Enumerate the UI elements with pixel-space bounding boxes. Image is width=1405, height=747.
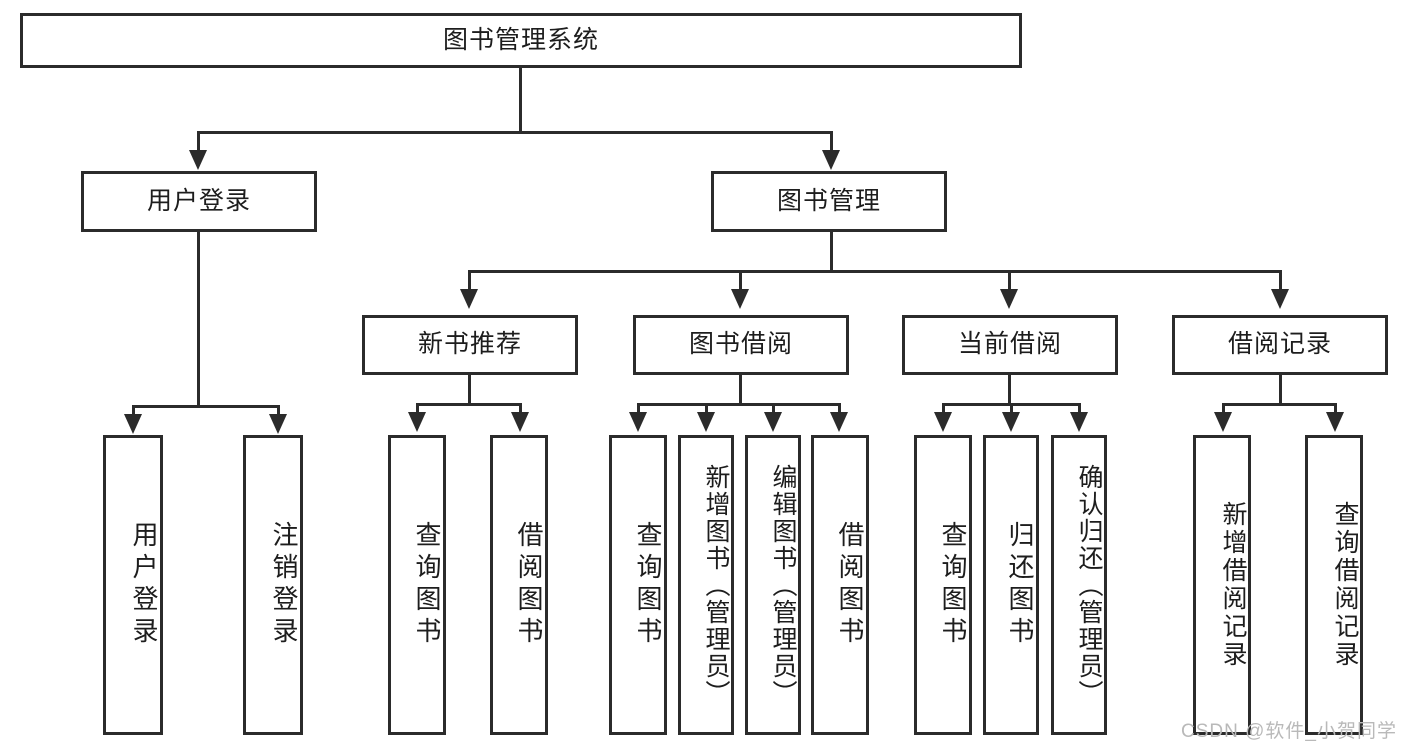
leaf-label: 查询图书 <box>938 521 968 649</box>
connector-root-stem <box>519 68 522 131</box>
node-user-login[interactable]: 用户登录 <box>81 171 317 232</box>
connector-user-login-drop-2 <box>277 405 280 417</box>
connector-level3-drop-1 <box>468 270 471 292</box>
node-new-book-recommend[interactable]: 新书推荐 <box>362 315 578 375</box>
node-root-system[interactable]: 图书管理系统 <box>20 13 1022 68</box>
arrowhead-leaf-add-book <box>697 412 715 432</box>
leaf-label: 借阅图书 <box>514 521 544 649</box>
node-current-borrow[interactable]: 当前借阅 <box>902 315 1118 375</box>
arrowhead-leaf-return-book <box>1002 412 1020 432</box>
connector-root-to-book-manage <box>830 131 833 153</box>
arrowhead-leaf-query-book-1 <box>408 412 426 432</box>
connector-new-book-drop-2 <box>519 403 522 415</box>
arrowhead-leaf-query-book-2 <box>629 412 647 432</box>
connector-root-to-user-login <box>197 131 200 153</box>
connector-root-bus <box>197 131 833 134</box>
leaf-logout[interactable]: 注销登录 <box>243 435 303 735</box>
connector-current-borrow-drop-3 <box>1078 403 1081 415</box>
connector-current-borrow-drop-1 <box>942 403 945 415</box>
connector-book-borrow-bus <box>637 403 841 406</box>
arrowhead-leaf-query-record <box>1326 412 1344 432</box>
arrowhead-leaf-query-book-3 <box>934 412 952 432</box>
connector-new-book-stem <box>468 375 471 405</box>
arrowhead-current-borrow <box>1000 289 1018 309</box>
leaf-label: 注销登录 <box>269 521 299 649</box>
connector-borrow-record-drop-2 <box>1334 403 1337 415</box>
connector-book-borrow-stem <box>739 375 742 405</box>
connector-level3-drop-4 <box>1279 270 1282 292</box>
leaf-query-borrow-record[interactable]: 查询借阅记录 <box>1305 435 1363 735</box>
connector-level3-drop-2 <box>739 270 742 292</box>
arrowhead-user-login <box>189 150 207 170</box>
arrowhead-leaf-add-record <box>1214 412 1232 432</box>
leaf-label: 借阅图书 <box>835 521 865 649</box>
leaf-label: 新增借阅记录 <box>1219 501 1247 669</box>
connector-borrow-record-drop-1 <box>1222 403 1225 415</box>
connector-borrow-record-bus <box>1222 403 1337 406</box>
arrowhead-book-borrow <box>731 289 749 309</box>
connector-book-borrow-drop-3 <box>772 403 775 415</box>
connector-current-borrow-drop-2 <box>1010 403 1013 415</box>
node-book-borrow[interactable]: 图书借阅 <box>633 315 849 375</box>
leaf-borrow-book-borrow[interactable]: 借阅图书 <box>811 435 869 735</box>
leaf-borrow-book-new[interactable]: 借阅图书 <box>490 435 548 735</box>
leaf-label: 确认归还（管理员） <box>1075 463 1103 707</box>
leaf-query-book-new[interactable]: 查询图书 <box>388 435 446 735</box>
connector-user-login-bus <box>132 405 280 408</box>
node-book-manage[interactable]: 图书管理 <box>711 171 947 232</box>
arrowhead-leaf-confirm-return <box>1070 412 1088 432</box>
connector-new-book-bus <box>416 403 522 406</box>
connector-current-borrow-stem <box>1008 375 1011 405</box>
arrowhead-leaf-borrow-book-1 <box>511 412 529 432</box>
leaf-edit-book[interactable]: 编辑图书（管理员） <box>745 435 801 735</box>
leaf-label: 编辑图书（管理员） <box>769 463 797 707</box>
arrowhead-book-manage <box>822 150 840 170</box>
connector-level3-drop-3 <box>1008 270 1011 292</box>
arrowhead-leaf-edit-book <box>764 412 782 432</box>
leaf-confirm-return[interactable]: 确认归还（管理员） <box>1051 435 1107 735</box>
connector-level3-bus <box>468 270 1282 273</box>
arrowhead-borrow-record <box>1271 289 1289 309</box>
connector-book-borrow-drop-1 <box>637 403 640 415</box>
connector-borrow-record-stem <box>1279 375 1282 405</box>
leaf-label: 用户登录 <box>129 521 159 649</box>
arrowhead-leaf-user-login <box>124 414 142 434</box>
leaf-label: 新增图书（管理员） <box>702 463 730 707</box>
leaf-add-book[interactable]: 新增图书（管理员） <box>678 435 734 735</box>
leaf-return-book[interactable]: 归还图书 <box>983 435 1039 735</box>
leaf-label: 查询借阅记录 <box>1331 501 1359 669</box>
leaf-query-book-borrow[interactable]: 查询图书 <box>609 435 667 735</box>
leaf-user-login[interactable]: 用户登录 <box>103 435 163 735</box>
arrowhead-leaf-borrow-book-2 <box>830 412 848 432</box>
leaf-label: 查询图书 <box>633 521 663 649</box>
leaf-label: 归还图书 <box>1005 521 1035 649</box>
leaf-add-borrow-record[interactable]: 新增借阅记录 <box>1193 435 1251 735</box>
leaf-label: 查询图书 <box>412 521 442 649</box>
connector-user-login-drop-1 <box>132 405 135 417</box>
connector-user-login-stem <box>197 232 200 407</box>
connector-book-manage-stem <box>830 232 833 272</box>
leaf-query-book-current[interactable]: 查询图书 <box>914 435 972 735</box>
arrowhead-leaf-logout <box>269 414 287 434</box>
connector-book-borrow-drop-2 <box>705 403 708 415</box>
node-borrow-record[interactable]: 借阅记录 <box>1172 315 1388 375</box>
connector-book-borrow-drop-4 <box>838 403 841 415</box>
connector-new-book-drop-1 <box>416 403 419 415</box>
arrowhead-new-book <box>460 289 478 309</box>
